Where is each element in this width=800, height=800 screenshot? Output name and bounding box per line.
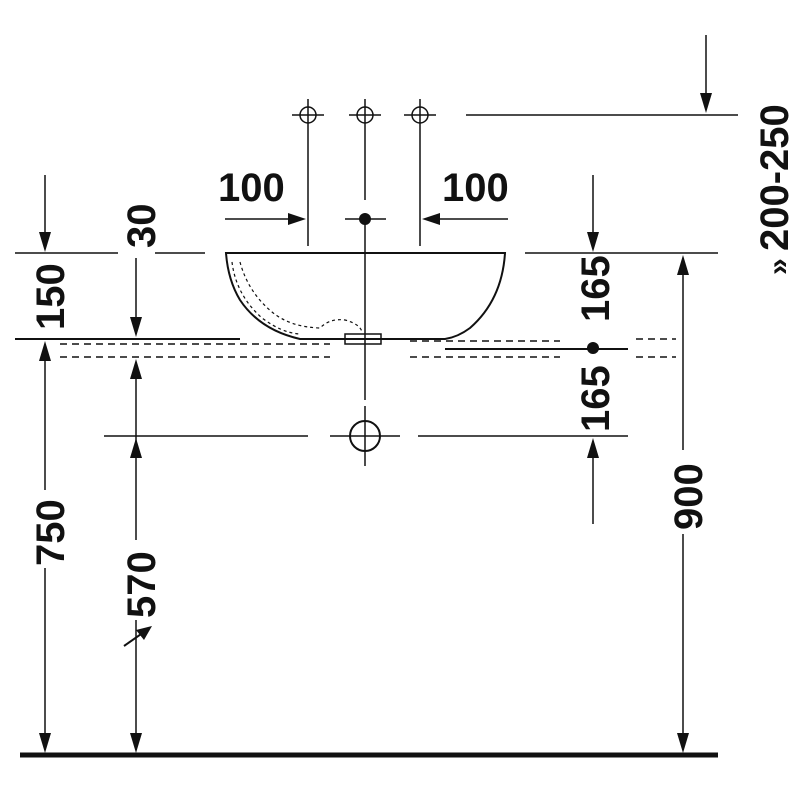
label-basin-height: 150 <box>29 263 73 330</box>
waste-outlet-icon <box>330 406 400 466</box>
tap-right <box>404 99 436 246</box>
dimension-tap-offset-right: 100 <box>422 166 509 225</box>
dimension-tap-height: » 200-250 <box>700 35 797 275</box>
label-tap-offset-right: 100 <box>442 166 509 210</box>
drain-center-icon <box>345 213 386 225</box>
dimension-rim-height: 900 <box>663 255 711 753</box>
dimension-waste-offset-bottom: 165 <box>574 365 618 524</box>
label-tap-offset-left: 100 <box>218 166 285 210</box>
label-tap-height: 200-250 <box>753 104 797 251</box>
label-waste-offset-bottom: 165 <box>574 365 618 432</box>
label-tap-height-marker: » <box>762 258 795 275</box>
label-rim-height: 900 <box>667 463 711 530</box>
reference-lines <box>15 114 738 437</box>
label-counter-height: 750 <box>29 499 73 566</box>
mixer-tap-icon <box>292 99 436 246</box>
dimension-rim-thickness: 30 <box>120 204 164 750</box>
dimension-basin-height: 150 <box>29 175 73 330</box>
label-trap-height: 570 <box>120 551 164 618</box>
tap-center <box>349 99 381 200</box>
label-rim-thickness: 30 <box>120 204 164 249</box>
label-waste-offset-top: 165 <box>574 255 618 322</box>
tap-left <box>292 99 324 246</box>
dimension-tap-offset-left: 100 <box>218 166 306 225</box>
dimension-trap-height: 570 <box>116 438 164 753</box>
dimension-waste-offset-top: 165 <box>574 175 618 354</box>
direction-arrow-icon <box>123 626 152 647</box>
dimension-counter-height: 750 <box>25 341 73 753</box>
basin-outline <box>224 252 507 345</box>
